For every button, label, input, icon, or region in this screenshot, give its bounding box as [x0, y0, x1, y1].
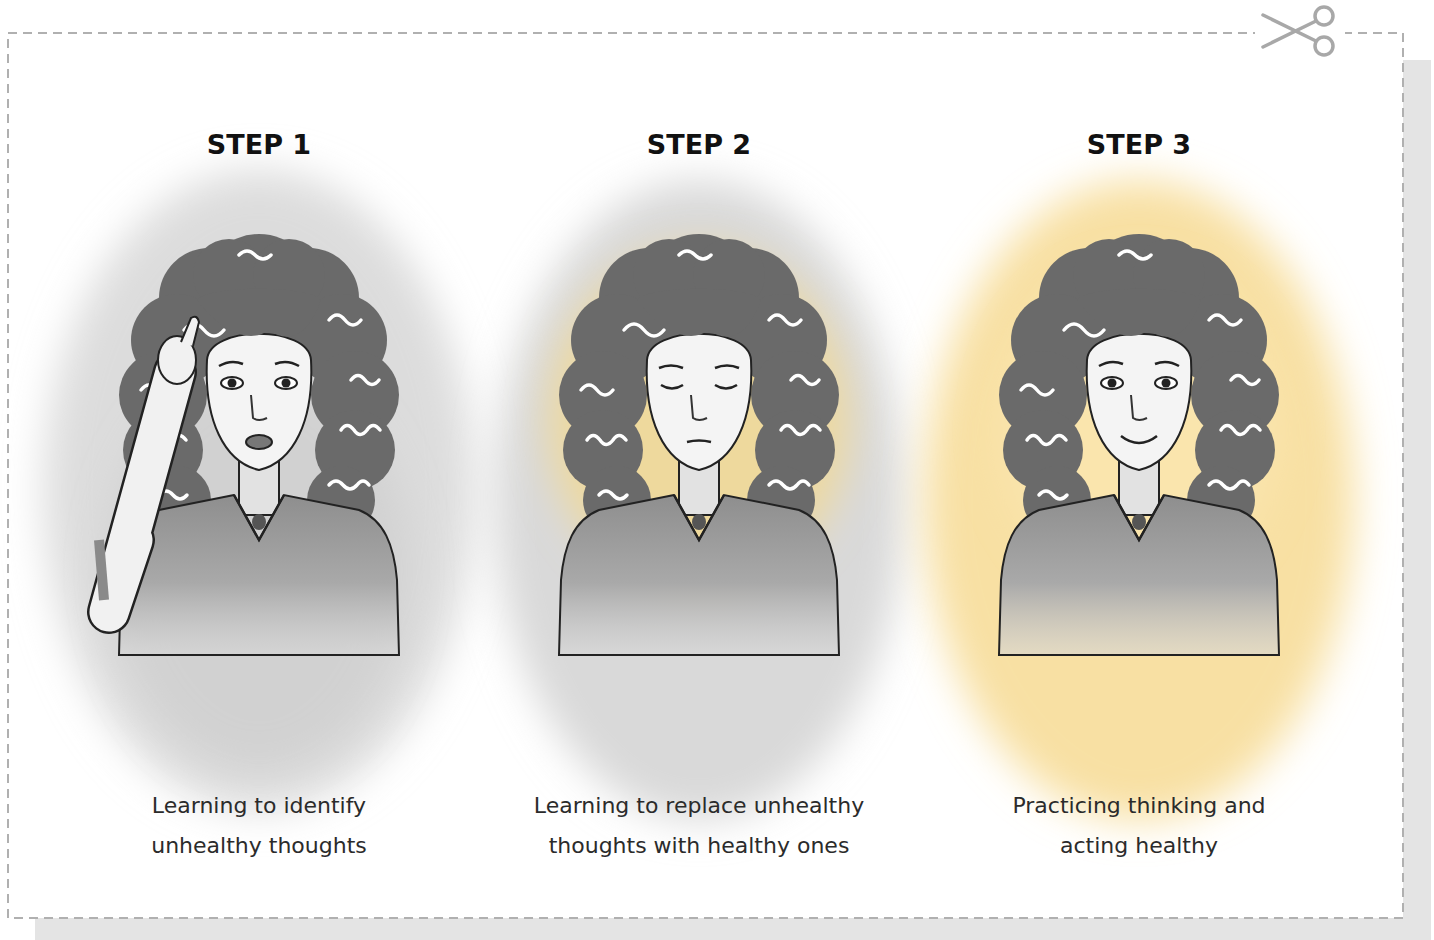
blob-wash: [549, 250, 849, 590]
scissors-symbol: [1263, 7, 1333, 55]
cut-line: [8, 33, 1403, 918]
step-heading: STEP 3: [919, 128, 1359, 162]
step-panel: STEP 1 Learning to identify unhealthy tho…: [39, 100, 479, 890]
watercolor-blob: [39, 100, 479, 890]
step-heading: STEP 1: [39, 128, 479, 162]
blob-wash: [44, 170, 474, 810]
step-panel: STEP 3 Practicing thinking and acting hea…: [919, 100, 1359, 890]
blob-wash: [494, 180, 904, 820]
step-panel: STEP 2 Learning to replace unhealthy thou…: [479, 100, 919, 890]
blob-wash: [924, 180, 1354, 820]
blob-wash: [999, 270, 1279, 590]
step-caption: Learning to identify unhealthy thoughts: [129, 786, 389, 866]
step-caption: Learning to replace unhealthy thoughts w…: [494, 786, 904, 866]
scissors-gap: [1255, 2, 1345, 64]
step-caption: Practicing thinking and acting healthy: [989, 786, 1289, 866]
watercolor-blob: [919, 100, 1359, 890]
step-heading: STEP 2: [479, 128, 919, 162]
watercolor-blob: [479, 100, 919, 890]
blob-wash: [109, 370, 409, 770]
